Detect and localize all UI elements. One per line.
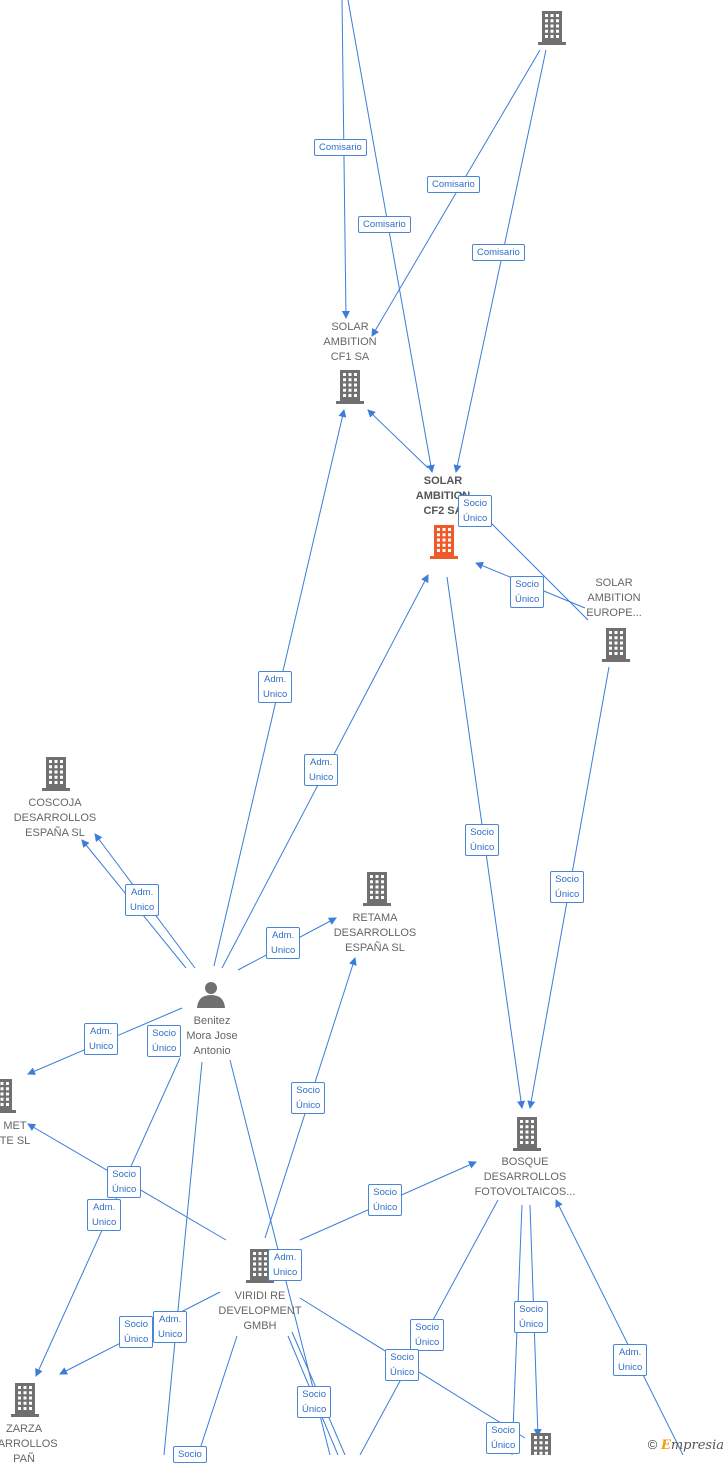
node-label: SOLAR AMBITION CF1 SA [323,321,377,363]
edge-label: Socio Único [458,495,493,527]
edge-label: Socio Único [510,576,545,608]
edge-label: Adm. Unico [268,1249,303,1281]
edge-label: Socio Único [107,1166,142,1198]
company-node-bosque[interactable]: BOSQUE DESARROLLOS FOTOVOLTAICOS... [465,1155,585,1200]
building-icon [513,1117,541,1151]
edge-label: Socio Único [147,1025,182,1057]
building-icon [430,525,458,559]
relationship-edge [347,0,435,473]
building-icon [602,628,630,662]
edge-label: Adm. Unico [266,927,301,959]
building-icon [336,370,364,404]
brand-name: mpresia [670,1438,724,1453]
person-icon [197,982,225,1008]
relationship-edge [197,1335,238,1455]
node-label: BOSQUE DESARROLLOS FOTOVOLTAICOS... [474,1156,576,1198]
edge-label: Socio Único [385,1349,420,1381]
company-node-coscoja[interactable]: COSCOJA DESARROLLOS ESPAÑA SL [5,796,105,841]
edge-label: Adm. Unico [304,754,339,786]
edge-label: Socio Único [465,824,500,856]
edge-label: Comisario [427,176,480,193]
node-label: Benitez Mora Jose Antonio [186,1015,238,1057]
edge-label: Adm. Unico [87,1199,122,1231]
edge-label: Comisario [472,244,525,261]
company-node-zarza[interactable]: ZARZA SARROLLOS PAÑ [0,1422,64,1467]
edge-label: Adm. Unico [258,671,293,703]
edge-label: Socio Único [486,1422,521,1454]
edge-label: Socio Único [291,1082,326,1114]
relationship-edge [453,49,547,473]
edge-label: Socio Único [368,1184,403,1216]
building-icon [0,1079,16,1113]
node-label: SOLAR AMBITION EUROPE... [586,577,642,619]
building-icon [363,872,391,906]
node-label: MET TE SL [0,1120,31,1147]
company-node-solar-ambition-cf1[interactable]: SOLAR AMBITION CF1 SA [305,320,395,365]
company-node-viridi[interactable]: VIRIDI RE DEVELOPMENT GMBH [205,1289,315,1334]
company-node-retama[interactable]: RETAMA DESARROLLOS ESPAÑA SL [325,911,425,956]
edge-label: Socio Único [550,871,585,903]
node-label: SOLAR AMBITION CF2 SA [415,475,471,517]
relationship-edge [555,1199,684,1455]
edge-label: Socio Único [297,1386,332,1418]
building-icon [246,1249,274,1283]
edge-label: Adm. Unico [84,1023,119,1055]
relationship-edge [367,409,429,469]
edge-label: Adm. Unico [125,884,160,916]
edge-label: Socio Único [410,1319,445,1351]
building-icon [531,1433,551,1455]
node-label: RETAMA DESARROLLOS ESPAÑA SL [333,912,417,954]
copyright-symbol: © [647,1437,658,1452]
node-label: ZARZA SARROLLOS PAÑ [0,1423,58,1465]
relationship-edge [341,0,350,319]
relationship-edge [371,49,541,337]
edge-label: Adm. Unico [613,1344,648,1376]
edge-label: Socio Único [514,1301,549,1333]
edge-label: Socio Único [119,1316,154,1348]
building-icon [42,757,70,791]
person-node-benitez[interactable]: Benitez Mora Jose Antonio [172,1014,252,1059]
relationship-edge [163,1061,203,1455]
building-icon [11,1383,39,1417]
company-node-solar-ambition-europe[interactable]: SOLAR AMBITION EUROPE... [574,576,654,621]
edge-label: Adm. Unico [153,1311,188,1343]
brand-footer: © Empresia [648,1437,724,1453]
edge-label: Comisario [314,139,367,156]
edge-label: Comisario [358,216,411,233]
brand-logo: E [660,1438,671,1453]
node-label: VIRIDI RE DEVELOPMENT GMBH [218,1290,302,1332]
building-icon [538,11,566,45]
company-node-met[interactable]: MET TE SL [0,1119,40,1149]
company-node-solar-ambition-cf2[interactable]: SOLAR AMBITION CF2 SA [398,474,488,519]
node-label: COSCOJA DESARROLLOS ESPAÑA SL [13,797,97,839]
